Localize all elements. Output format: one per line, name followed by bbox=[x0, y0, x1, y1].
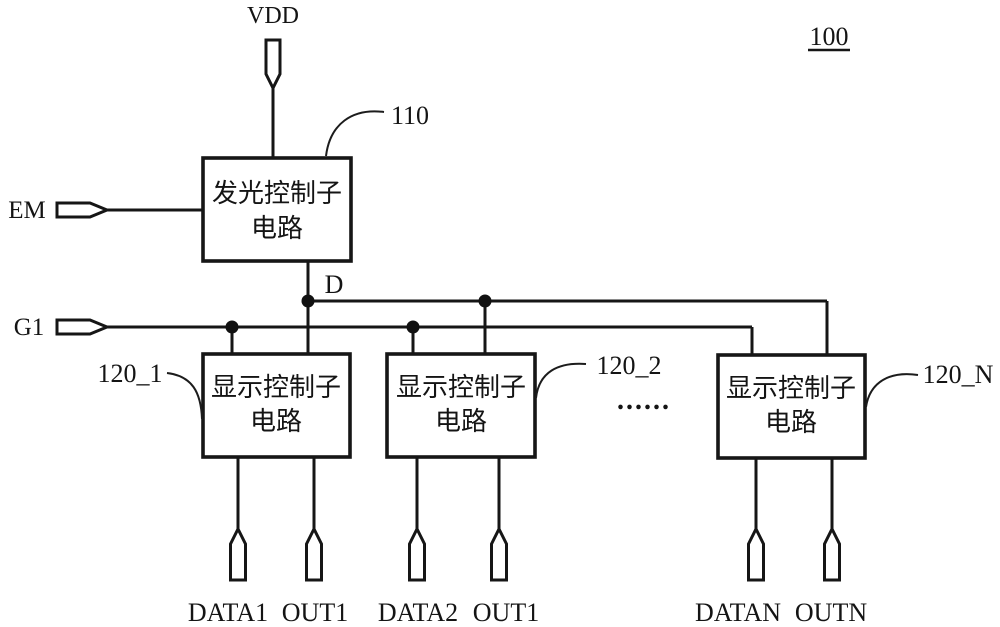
ref-120-1-leader bbox=[166, 372, 203, 420]
figure-number: 100 bbox=[810, 22, 849, 51]
display-box-2-label-line1: 显示控制子 bbox=[396, 373, 526, 402]
out1b-terminal-label: OUT1 bbox=[473, 598, 539, 627]
datan-pin-icon bbox=[747, 525, 765, 582]
display-box-1-label-line2: 电路 bbox=[250, 407, 302, 436]
outn-terminal-label: OUTN bbox=[795, 598, 867, 627]
out1-pin-icon bbox=[305, 525, 323, 582]
display-box-n-label-line1: 显示控制子 bbox=[726, 374, 856, 403]
junction-dot-d bbox=[301, 294, 315, 308]
emission-box-label-line1: 发光控制子 bbox=[212, 179, 342, 208]
junction-dot-g1b bbox=[406, 320, 420, 334]
vdd-terminal-label: VDD bbox=[247, 3, 299, 29]
ref-120-2-leader bbox=[535, 362, 587, 399]
display-control-box-n bbox=[716, 353, 867, 460]
data1-terminal-label: DATA1 bbox=[188, 598, 268, 627]
display-box-2-label-line2: 电路 bbox=[435, 407, 487, 436]
em-pin-icon bbox=[55, 201, 111, 219]
emission-control-box bbox=[201, 156, 353, 263]
junction-dot-g1a bbox=[225, 320, 239, 334]
node-d-label: D bbox=[325, 270, 344, 299]
ref-120-n-label: 120_N bbox=[923, 360, 994, 389]
vdd-pin-icon bbox=[264, 38, 282, 92]
out1-terminal-label: OUT1 bbox=[282, 598, 348, 627]
ellipsis-dots: ...... bbox=[617, 385, 671, 416]
em-terminal-label: EM bbox=[8, 197, 46, 224]
out1b-pin-icon bbox=[490, 525, 508, 582]
junction-dot-d2 bbox=[478, 294, 492, 308]
datan-terminal-label: DATAN bbox=[695, 598, 781, 627]
outn-pin-icon bbox=[823, 525, 841, 582]
ref-120-1-label: 120_1 bbox=[98, 359, 163, 388]
data1-pin-icon bbox=[229, 525, 247, 582]
data2-pin-icon bbox=[408, 525, 426, 582]
ref-110-leader bbox=[325, 110, 385, 157]
display-box-1-label-line1: 显示控制子 bbox=[211, 373, 341, 402]
ref-110-label: 110 bbox=[391, 101, 429, 130]
data2-terminal-label: DATA2 bbox=[378, 598, 458, 627]
g1-terminal-label: G1 bbox=[14, 314, 45, 341]
ref-120-n-leader bbox=[865, 373, 919, 408]
g1-pin-icon bbox=[55, 318, 111, 336]
emission-box-label-line2: 电路 bbox=[251, 214, 303, 243]
display-box-n-label-line2: 电路 bbox=[765, 408, 817, 437]
display-control-box-1 bbox=[201, 352, 352, 459]
display-control-box-2 bbox=[385, 352, 537, 459]
ref-120-2-label: 120_2 bbox=[597, 351, 662, 380]
